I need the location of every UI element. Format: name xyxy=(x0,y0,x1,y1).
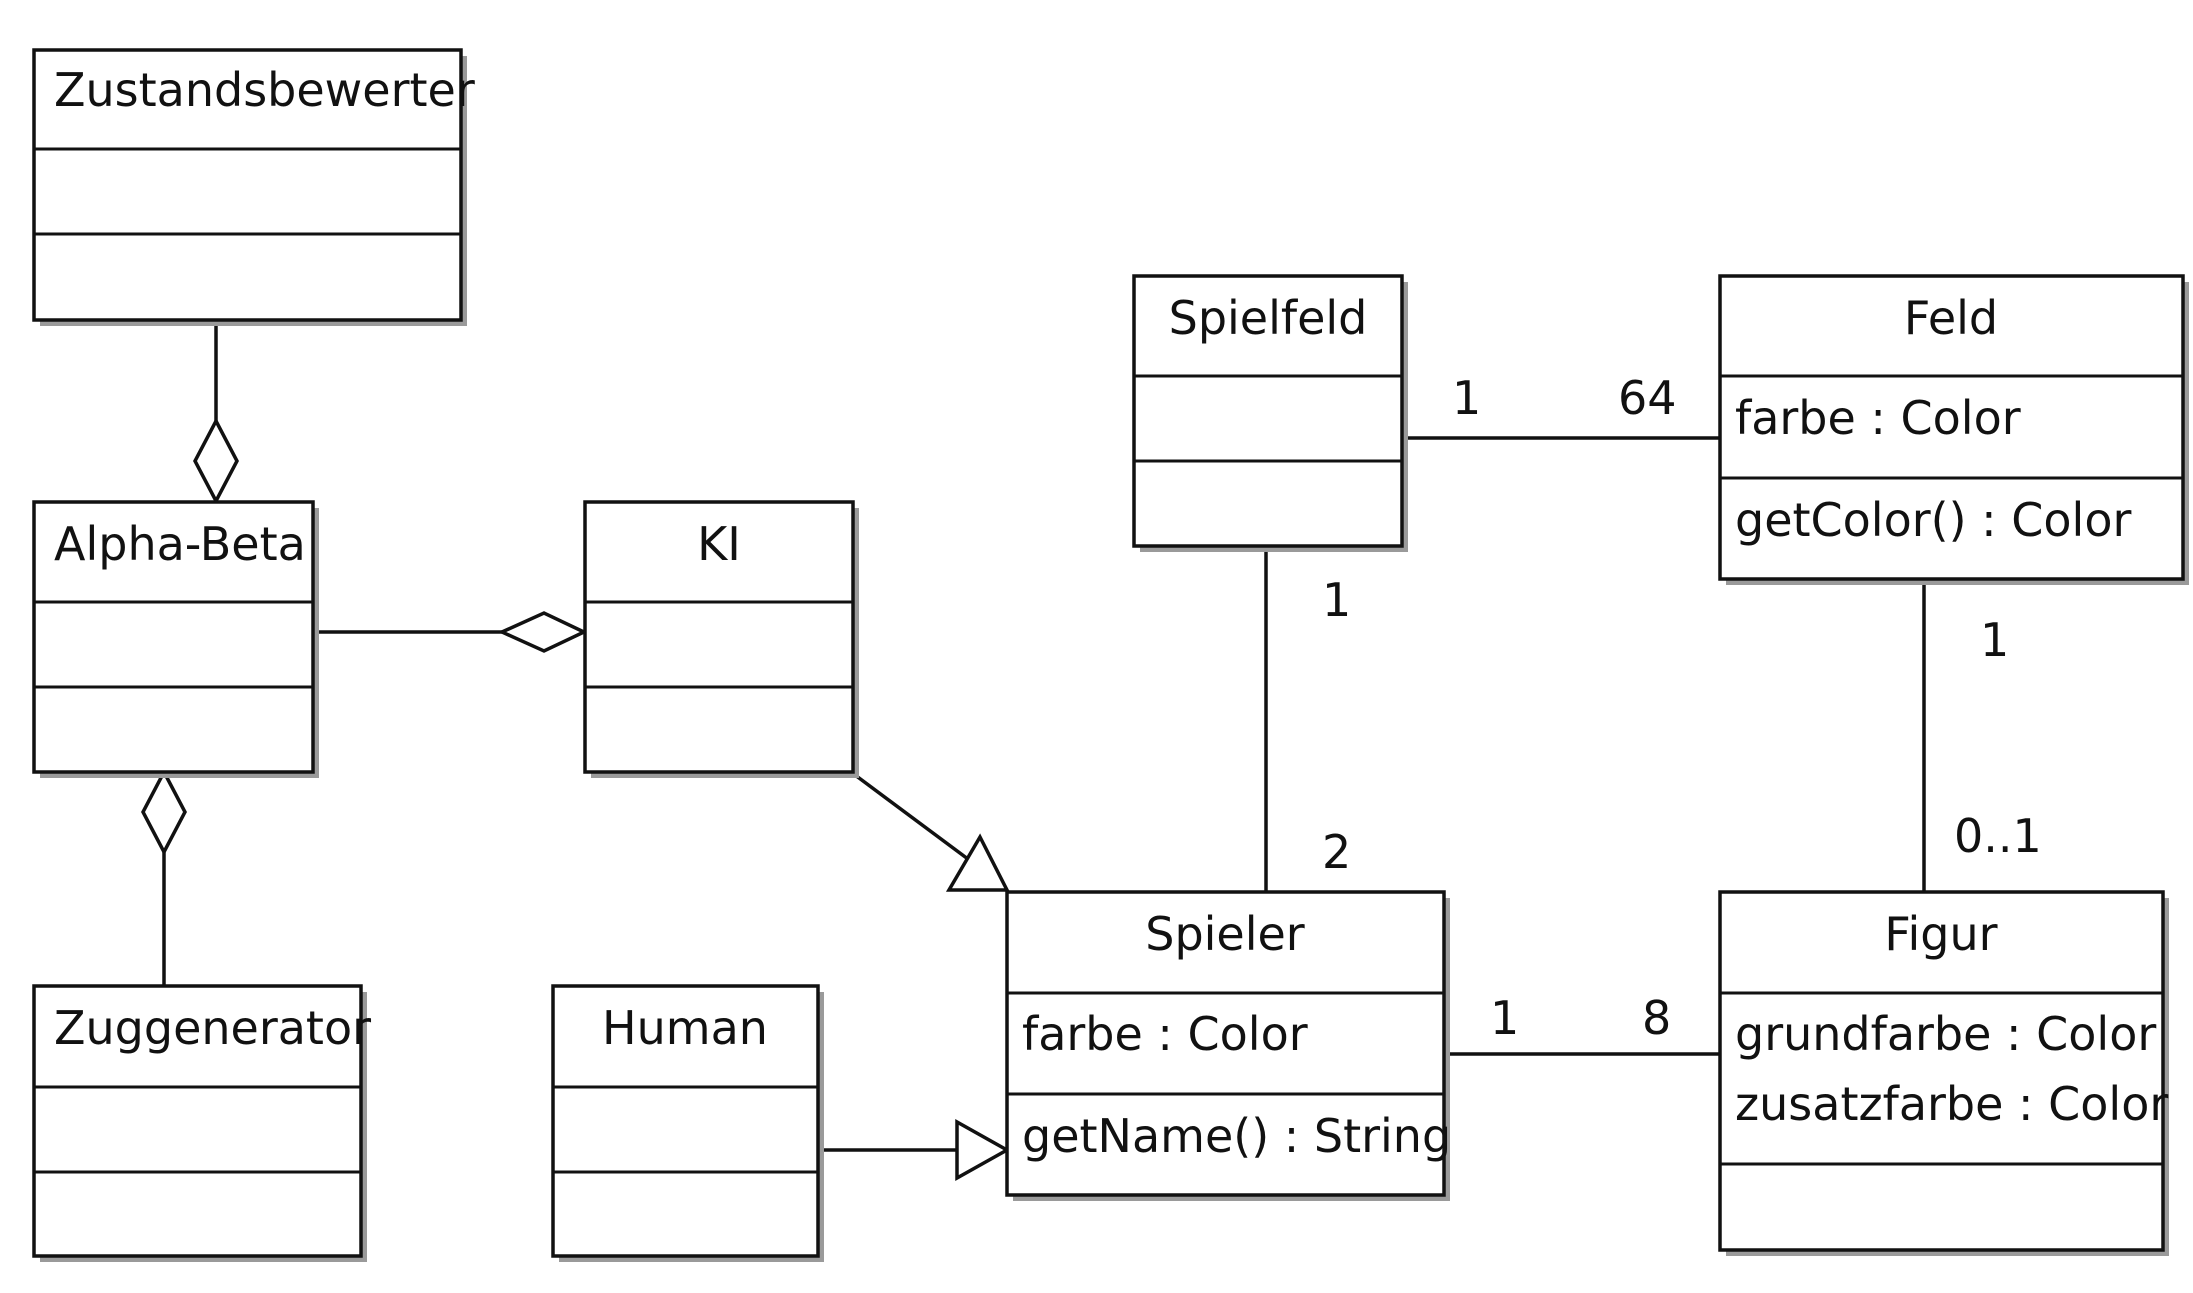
aggregation-zuggenerator-alpha-beta xyxy=(141,768,187,985)
multiplicity-label: 1 xyxy=(1490,991,1519,1045)
method: getName() : String xyxy=(1022,1109,1451,1163)
generalization-ki-spieler xyxy=(849,770,1010,892)
class-zuggenerator: Zuggenerator xyxy=(32,984,371,1262)
attribute: grundfarbe : Color xyxy=(1735,1007,2156,1061)
aggregation-diamond xyxy=(497,611,589,653)
aggregation-zustandsbewerter-alpha-beta xyxy=(193,320,239,505)
class-name: Zuggenerator xyxy=(54,1001,371,1055)
aggregation-alpha-beta-ki xyxy=(313,611,589,653)
class-name: Human xyxy=(602,1001,768,1055)
multiplicity-label: 8 xyxy=(1642,991,1671,1045)
multiplicity-label: 1 xyxy=(1322,573,1351,627)
multiplicity-label: 0..1 xyxy=(1954,809,2042,863)
association-feld-figur: 1 0..1 xyxy=(1922,580,2042,892)
class-name: KI xyxy=(697,517,741,571)
generalization-arrowhead xyxy=(955,1119,1011,1181)
class-name: Alpha-Beta xyxy=(54,517,306,571)
class-human: Human xyxy=(551,984,824,1262)
class-name: Figur xyxy=(1884,907,1997,961)
class-ki: KI xyxy=(583,500,859,778)
aggregation-diamond xyxy=(193,417,239,505)
attribute: farbe : Color xyxy=(1022,1007,1308,1061)
attribute: zusatzfarbe : Color xyxy=(1735,1077,2168,1131)
association-spieler-figur: 1 8 xyxy=(1444,991,1720,1056)
generalization-human-spieler xyxy=(818,1119,1011,1181)
class-spieler: Spieler farbe : Color getName() : String xyxy=(1005,890,1451,1201)
class-name: Spieler xyxy=(1145,907,1305,961)
multiplicity-label: 2 xyxy=(1322,825,1351,879)
class-figur: Figur grundfarbe : Color zusatzfarbe : C… xyxy=(1718,890,2169,1256)
attribute: farbe : Color xyxy=(1735,391,2021,445)
multiplicity-label: 1 xyxy=(1980,613,2009,667)
multiplicity-label: 64 xyxy=(1618,371,1677,425)
class-name: Feld xyxy=(1904,291,1998,345)
multiplicity-label: 1 xyxy=(1452,371,1481,425)
class-zustandsbewerter: Zustandsbewerter xyxy=(32,48,475,326)
method: getColor() : Color xyxy=(1735,493,2131,547)
class-spielfeld: Spielfeld xyxy=(1132,274,1408,552)
class-feld: Feld farbe : Color getColor() : Color xyxy=(1718,274,2189,585)
class-name: Zustandsbewerter xyxy=(54,63,475,117)
aggregation-diamond xyxy=(141,768,187,856)
association-spielfeld-spieler: 1 2 xyxy=(1264,548,1351,892)
class-name: Spielfeld xyxy=(1169,291,1368,345)
association-spielfeld-feld: 1 64 xyxy=(1402,371,1720,440)
generalization-arrowhead xyxy=(945,833,1010,892)
class-alpha-beta: Alpha-Beta xyxy=(32,500,319,778)
